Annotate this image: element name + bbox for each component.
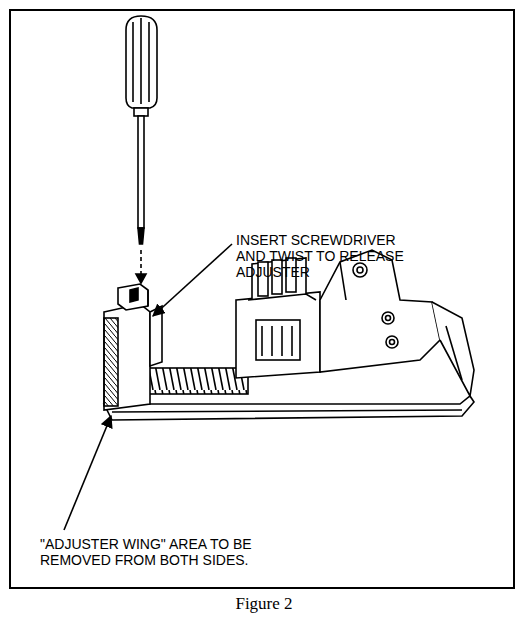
housing-base bbox=[104, 396, 474, 420]
adjuster-block bbox=[104, 284, 162, 410]
adjuster-screw bbox=[148, 368, 248, 394]
leader-line bbox=[64, 416, 111, 530]
mounting-bracket bbox=[320, 250, 474, 396]
leader-line bbox=[153, 244, 232, 316]
figure-caption: Figure 2 bbox=[164, 594, 364, 614]
screwdriver bbox=[126, 16, 157, 283]
callout-label: "ADJUSTER WING" AREA TO BE REMOVED FROM … bbox=[40, 536, 290, 568]
callout-label: INSERT SCREWDRIVER AND TWIST TO RELEASE … bbox=[236, 232, 408, 280]
figure-frame bbox=[10, 10, 514, 588]
